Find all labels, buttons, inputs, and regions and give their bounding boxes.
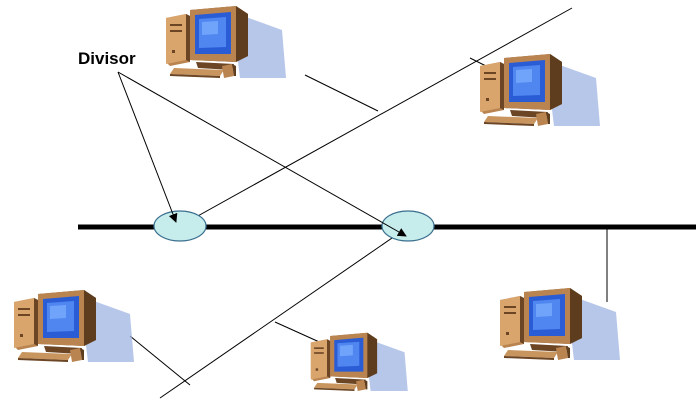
computer-top-middle (166, 6, 286, 78)
desktop-computer-icon (480, 54, 600, 126)
drop-cable-bottom-left (129, 335, 191, 386)
branch-cable-lower (159, 226, 409, 399)
desktop-computer-icon (166, 6, 286, 78)
branch-cable-upper (177, 7, 573, 228)
computer-bottom-right (500, 288, 620, 360)
splitter-right (381, 210, 435, 242)
desktop-computer-icon (500, 288, 620, 360)
arrow-to-splitter-right (117, 71, 407, 237)
splitter-left (153, 210, 207, 242)
drop-cable-top-left (304, 74, 379, 112)
divisor-label: Divisor (78, 49, 136, 68)
arrow-to-splitter-left (117, 71, 178, 223)
desktop-computer-icon (14, 290, 134, 362)
drop-cable-bottom-mid (274, 321, 327, 346)
computer-bottom-left (14, 290, 134, 362)
desktop-computer-icon (310, 332, 408, 391)
computer-top-right (480, 54, 600, 126)
computer-bottom-middle (310, 332, 408, 391)
